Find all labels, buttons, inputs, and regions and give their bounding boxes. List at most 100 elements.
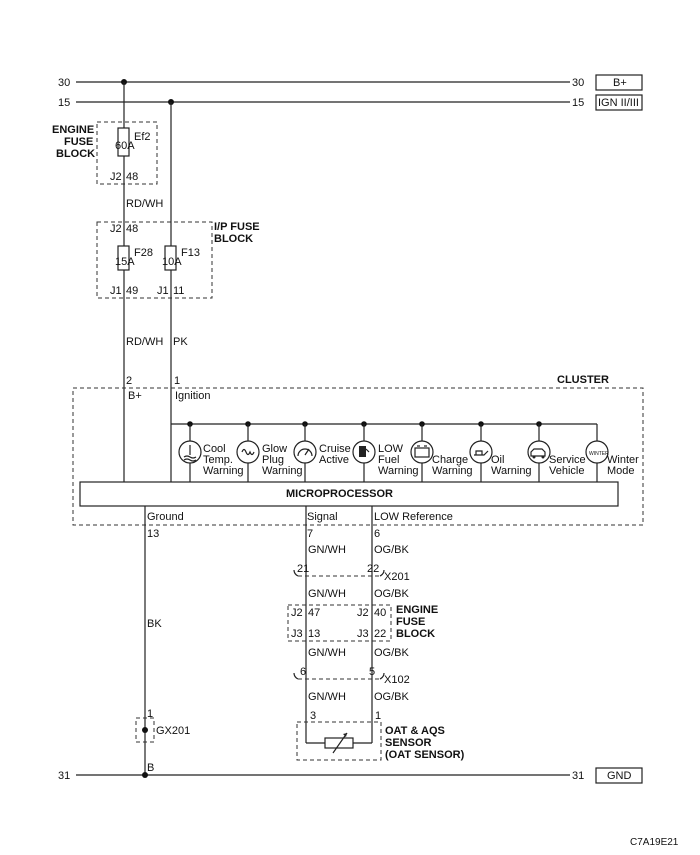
svg-text:J2: J2 [291, 607, 303, 619]
indicator-low-fuel: LOW Fuel Warning [352, 421, 419, 482]
svg-text:OG/BK: OG/BK [374, 647, 410, 659]
rail-30-label: B+ [613, 77, 627, 89]
svg-text:Winter: Winter [607, 454, 639, 466]
rail-30-number-right: 30 [572, 77, 584, 89]
svg-text:Cruise: Cruise [319, 443, 351, 455]
svg-text:Temp.: Temp. [203, 454, 233, 466]
connector-x201-label: X201 [384, 571, 410, 583]
rail-15-label: IGN II/III [598, 97, 639, 109]
svg-text:21: 21 [297, 563, 309, 575]
wire-color-b: B [147, 762, 154, 774]
svg-text:FUSE: FUSE [64, 136, 93, 148]
svg-text:Service: Service [549, 454, 586, 466]
wire-color-rdwh: RD/WH [126, 198, 163, 210]
svg-text:GN/WH: GN/WH [308, 588, 346, 600]
glow-plug-icon [236, 440, 260, 464]
oil-can-icon [469, 440, 493, 464]
svg-text:Warning: Warning [262, 465, 303, 477]
splice-dot [142, 772, 148, 778]
svg-text:J2: J2 [110, 171, 122, 183]
svg-text:2: 2 [126, 375, 132, 387]
svg-text:Ignition: Ignition [175, 390, 210, 402]
cluster: CLUSTER 2 B+ 1 Ignition MICROPROCESSOR C… [72, 374, 644, 526]
svg-text:BLOCK: BLOCK [56, 148, 95, 160]
svg-text:48: 48 [126, 171, 138, 183]
svg-text:Charge: Charge [432, 454, 468, 466]
connector-x102-label: X102 [384, 674, 410, 686]
svg-text:22: 22 [374, 628, 386, 640]
rail-31-label: GND [607, 770, 632, 782]
svg-text:Oil: Oil [491, 454, 504, 466]
rail-15-number-right: 15 [572, 97, 584, 109]
svg-text:15A: 15A [115, 256, 135, 268]
svg-text:13: 13 [147, 528, 159, 540]
indicator-winter-mode: WINTER Winter Mode [585, 424, 639, 482]
svg-text:Active: Active [319, 454, 349, 466]
svg-text:GN/WH: GN/WH [308, 691, 346, 703]
svg-text:GN/WH: GN/WH [308, 647, 346, 659]
svg-text:1: 1 [174, 375, 180, 387]
svg-text:LOW: LOW [378, 443, 404, 455]
oat-sensor: 3 1 OAT & AQS SENSOR (OAT SENSOR) [296, 710, 465, 761]
rail-30: 30 30 B+ [58, 74, 643, 91]
cruise-icon [293, 440, 317, 464]
engine-fuse-block-mid: J2 47 J2 40 J3 13 J3 22 ENGINE FUSE BLOC… [287, 604, 438, 642]
connector-x102: 6 5 X102 [293, 666, 410, 686]
ip-fuse-block-label: I/P FUSE [214, 221, 260, 233]
svg-text:F28: F28 [134, 247, 153, 259]
svg-text:Warning: Warning [378, 465, 419, 477]
indicator-cruise: Cruise Active [293, 421, 351, 482]
rail-15-number-left: 15 [58, 97, 70, 109]
ground-point-gx201: 1 GX201 B [135, 708, 190, 774]
ip-fuse-block: I/P FUSE BLOCK J2 48 F28 15A F13 10A J1 … [96, 221, 260, 299]
svg-text:40: 40 [374, 607, 386, 619]
svg-text:Warning: Warning [203, 465, 244, 477]
svg-text:60A: 60A [115, 140, 135, 152]
thermistor-icon [324, 737, 354, 749]
wire-color-bk: BK [147, 618, 162, 630]
svg-text:J3: J3 [357, 628, 369, 640]
engine-fuse-block-label: ENGINE [52, 124, 94, 136]
indicator-service-vehicle: Service Vehicle [527, 421, 586, 482]
svg-text:OG/BK: OG/BK [374, 588, 410, 600]
svg-text:7: 7 [307, 528, 313, 540]
wire-color-pk: PK [173, 336, 188, 348]
svg-text:10A: 10A [162, 256, 182, 268]
svg-text:6: 6 [300, 666, 306, 678]
svg-text:OG/BK: OG/BK [374, 544, 410, 556]
svg-text:FUSE: FUSE [396, 616, 425, 628]
svg-text:WINTER: WINTER [589, 451, 609, 457]
svg-text:BLOCK: BLOCK [214, 233, 253, 245]
engine-fuse-block-mid-label: ENGINE [396, 604, 438, 616]
rail-30-number-left: 30 [58, 77, 70, 89]
svg-text:Ef2: Ef2 [134, 131, 151, 143]
cluster-label: CLUSTER [557, 374, 609, 386]
svg-text:13: 13 [308, 628, 320, 640]
svg-text:F13: F13 [181, 247, 200, 259]
ground-point-label: GX201 [156, 725, 190, 737]
svg-text:Vehicle: Vehicle [549, 465, 584, 477]
svg-text:Mode: Mode [607, 465, 635, 477]
rail-31-number-right: 31 [572, 770, 584, 782]
svg-text:Signal: Signal [307, 511, 338, 523]
svg-text:Warning: Warning [432, 465, 473, 477]
svg-text:22: 22 [367, 563, 379, 575]
oat-sensor-label: OAT & AQS [385, 725, 445, 737]
svg-text:11: 11 [173, 285, 184, 297]
rail-31-number-left: 31 [58, 770, 70, 782]
svg-text:47: 47 [308, 607, 320, 619]
svg-text:5: 5 [369, 666, 375, 678]
svg-text:SENSOR: SENSOR [385, 737, 432, 749]
svg-text:48: 48 [126, 223, 138, 235]
svg-text:J2: J2 [357, 607, 369, 619]
indicator-cool-temp: Cool Temp. Warning [178, 421, 244, 482]
svg-text:6: 6 [374, 528, 380, 540]
svg-text:Fuel: Fuel [378, 454, 399, 466]
svg-text:1: 1 [375, 710, 381, 722]
battery-icon [410, 440, 434, 464]
microprocessor-label: MICROPROCESSOR [286, 488, 393, 500]
wire-color-rdwh-2: RD/WH [126, 336, 163, 348]
svg-text:3: 3 [310, 710, 316, 722]
svg-text:GN/WH: GN/WH [308, 544, 346, 556]
svg-text:(OAT SENSOR): (OAT SENSOR) [385, 749, 465, 761]
